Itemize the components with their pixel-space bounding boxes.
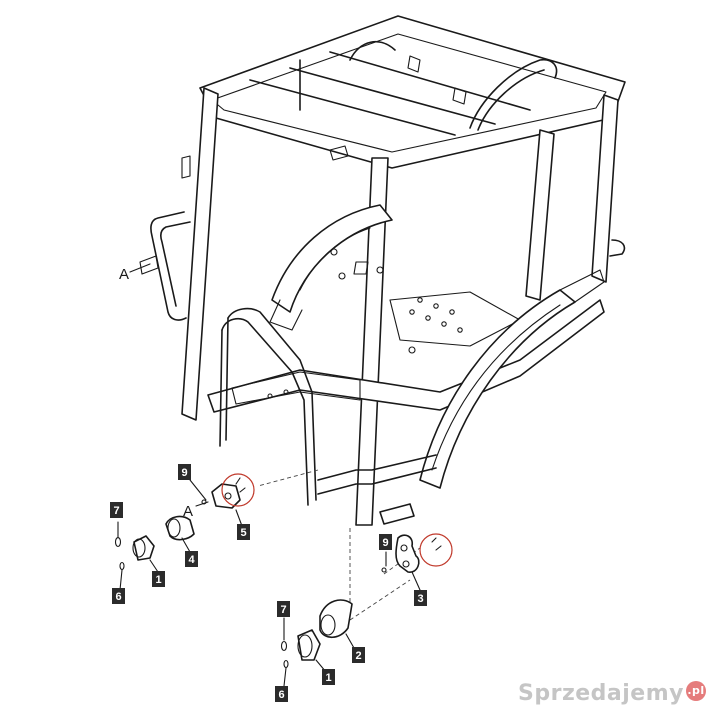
bracket-part-5	[211, 483, 241, 509]
bulb-part-7	[114, 536, 122, 548]
bracket-assembly-right	[381, 533, 453, 573]
svg-text:2: 2	[355, 650, 361, 662]
watermark: Sprzedajemy.pl	[518, 681, 706, 706]
svg-text:7: 7	[280, 604, 286, 616]
callout-3: 3	[414, 590, 427, 606]
lamp-assembly-bottom	[280, 599, 353, 669]
bulb-part-7-bottom	[280, 640, 288, 652]
callout-9-left: 9	[178, 464, 191, 480]
callout-6-left: 6	[112, 588, 125, 604]
highlight-circle-right	[419, 533, 453, 567]
bulb-part-6-bottom	[283, 659, 289, 669]
bulb-part-6	[119, 561, 125, 571]
callout-2: 2	[352, 647, 365, 663]
callout-5: 5	[237, 524, 250, 540]
svg-text:1: 1	[325, 672, 331, 684]
svg-text:4: 4	[188, 554, 195, 566]
assembly-guide-lines	[257, 469, 421, 621]
callout-4: 4	[185, 551, 198, 567]
reference-letter-a-parts: A	[183, 503, 193, 520]
svg-text:1: 1	[155, 574, 161, 586]
callout-7-left: 7	[110, 502, 123, 518]
svg-text:7: 7	[113, 505, 119, 517]
callout-9-right: 9	[379, 534, 392, 550]
highlight-circle-left	[221, 473, 255, 507]
svg-text:6: 6	[115, 591, 121, 603]
svg-text:5: 5	[240, 527, 246, 539]
svg-text:9: 9	[382, 537, 388, 549]
cab-frame	[139, 15, 626, 526]
nut-part-9	[201, 499, 207, 505]
callout-7-bottom: 7	[277, 601, 290, 617]
leader-lines	[117, 263, 421, 687]
reference-letter-a-frame: A	[119, 266, 129, 283]
lamp-assembly-left	[114, 473, 255, 571]
svg-text:6: 6	[278, 689, 284, 701]
lamp-housing-part-2	[319, 599, 353, 639]
svg-text:9: 9	[181, 467, 187, 479]
floor-bolts	[267, 297, 463, 399]
bracket-part-3	[395, 534, 420, 573]
callout-1-bottom: 1	[322, 669, 335, 685]
callout-1-left: 1	[152, 571, 165, 587]
nut-part-9-right	[381, 567, 387, 573]
callout-6-bottom: 6	[275, 686, 288, 702]
svg-text:3: 3	[417, 593, 423, 605]
